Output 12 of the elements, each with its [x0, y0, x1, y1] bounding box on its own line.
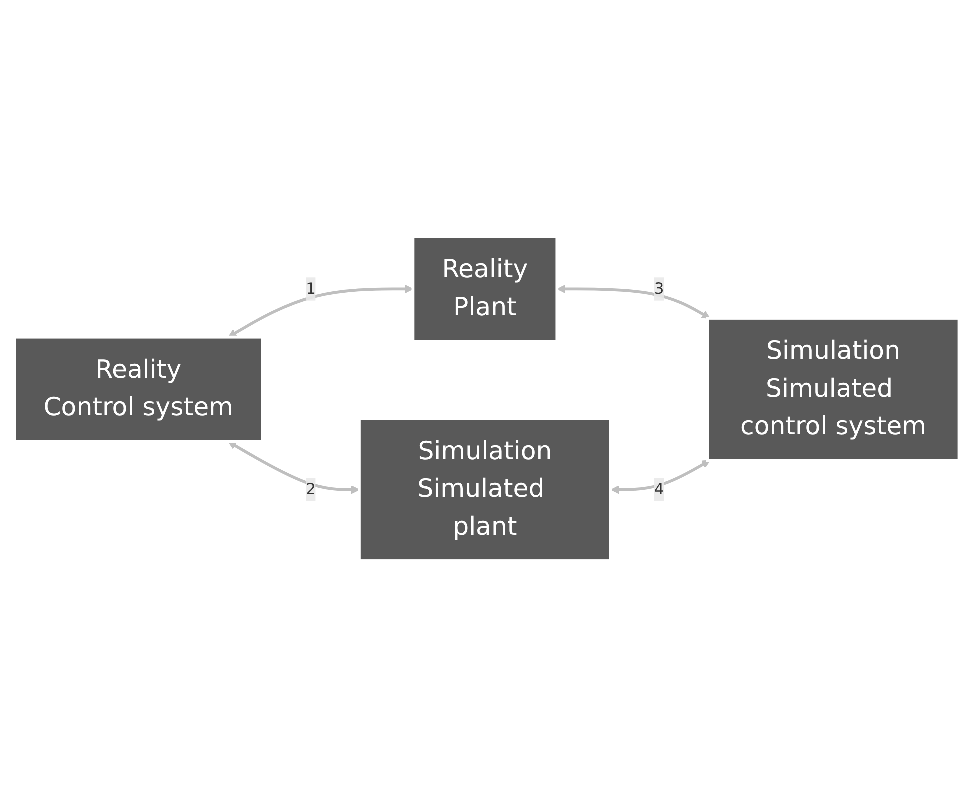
edge-label: 1 [306, 280, 316, 298]
arrow [610, 460, 711, 494]
node-box: Simulation Simulated plant [358, 417, 612, 562]
arrow [557, 284, 711, 319]
node-box: Simulation Simulated control system [706, 317, 961, 462]
arrow [228, 442, 360, 494]
arrow [228, 284, 414, 338]
edge-label: 3 [654, 280, 664, 298]
node-box: Reality Control system [13, 336, 264, 444]
node-box: Reality Plant [412, 236, 559, 343]
edge-label: 4 [654, 480, 664, 499]
edge-label: 2 [306, 480, 316, 499]
